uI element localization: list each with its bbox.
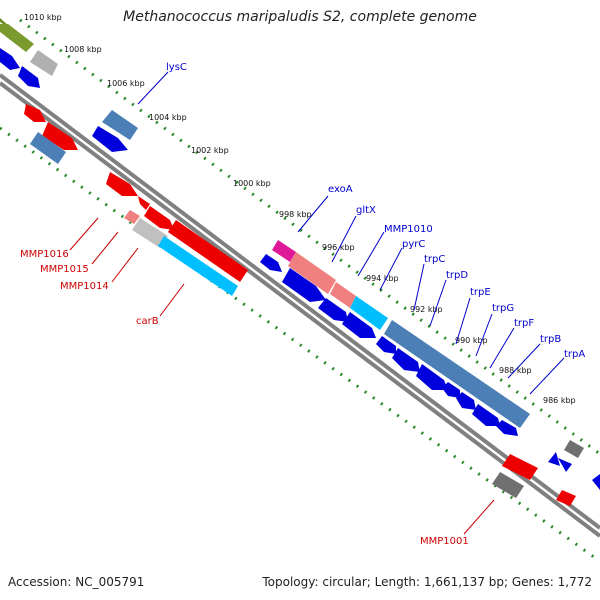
tick-label: 1010 kbp xyxy=(24,13,62,22)
gene-arrow xyxy=(282,268,326,302)
gene-arrow xyxy=(416,364,448,390)
label-leader xyxy=(413,263,425,311)
label-leader xyxy=(379,247,403,291)
gene-label-trpC: trpC xyxy=(424,254,445,265)
gene-label-MMP1014: MMP1014 xyxy=(60,281,109,292)
gene-block xyxy=(288,252,336,294)
backbone-line-lower xyxy=(0,81,600,538)
gene-label-pyrC: pyrC xyxy=(402,239,425,250)
tick-label: 1002 kbp xyxy=(191,146,229,155)
outer-dotted-guide xyxy=(19,18,600,456)
gene-arrow xyxy=(556,490,576,506)
gene-arrow xyxy=(342,312,376,338)
label-leader xyxy=(489,327,515,369)
gene-block xyxy=(102,110,138,140)
gene-block xyxy=(272,240,296,262)
gene-block xyxy=(330,282,356,308)
gene-label-trpE: trpE xyxy=(470,287,491,298)
tick-label: 1000 kbp xyxy=(233,179,271,188)
label-leader xyxy=(463,499,495,535)
gene-label-trpF: trpF xyxy=(514,318,534,329)
gene-label-carB: carB xyxy=(136,316,159,327)
gene-arrow xyxy=(42,122,78,150)
gene-arrow xyxy=(496,420,518,436)
gene-block xyxy=(502,454,538,480)
gene-arrow xyxy=(318,298,348,322)
reverse-labels: MMP1016 MMP1015 MMP1014 carB MMP1001 xyxy=(20,217,495,547)
gene-arrow xyxy=(558,458,572,472)
gene-arrow xyxy=(548,452,560,466)
gene-arrow xyxy=(18,66,40,88)
gene-label-MMP1016: MMP1016 xyxy=(20,249,69,260)
label-leader xyxy=(137,71,169,105)
label-leader xyxy=(507,343,541,379)
gene-block xyxy=(158,236,238,296)
label-leader xyxy=(159,283,185,317)
gene-arrow xyxy=(92,126,128,152)
gene-block xyxy=(492,472,524,498)
label-leader xyxy=(111,247,139,283)
gene-arrow xyxy=(260,254,282,272)
tick-label: 986 kbp xyxy=(543,396,576,405)
label-leader xyxy=(529,357,565,395)
accession-label: Accession: NC_005791 xyxy=(8,575,145,589)
backbone-line-upper xyxy=(0,73,600,530)
label-leader xyxy=(357,231,385,277)
gene-arrow xyxy=(472,404,500,426)
gene-label-trpA: trpA xyxy=(564,349,585,360)
label-leader xyxy=(475,313,493,357)
reverse-features xyxy=(24,104,576,506)
gene-block xyxy=(350,296,388,330)
tick-label: 998 kbp xyxy=(279,210,312,219)
gene-label-MMP1015: MMP1015 xyxy=(40,264,89,275)
gene-label-MMP1010: MMP1010 xyxy=(384,224,433,235)
tick-label: 992 kbp xyxy=(410,305,443,314)
gene-block xyxy=(168,220,248,282)
gene-arrow xyxy=(376,336,396,354)
gene-label-MMP1001: MMP1001 xyxy=(420,536,469,547)
gene-block xyxy=(384,320,530,428)
gene-label-trpD: trpD xyxy=(446,270,468,281)
forward-labels: lysC exoA gltX MMP1010 pyrC trpC trpD tr… xyxy=(137,62,585,395)
gene-block xyxy=(132,218,168,248)
tick-label: 994 kbp xyxy=(366,274,399,283)
gene-block xyxy=(30,132,66,164)
forward-features xyxy=(0,18,600,490)
tick-label: 996 kbp xyxy=(322,243,355,252)
label-leader xyxy=(91,231,119,265)
tick-label: 1004 kbp xyxy=(149,113,187,122)
tick-label: 1008 kbp xyxy=(64,45,102,54)
gene-arrow xyxy=(456,392,476,410)
gene-arrow xyxy=(106,172,138,196)
gene-block xyxy=(0,24,34,52)
gene-arrow xyxy=(144,206,174,230)
gene-label-exoA: exoA xyxy=(328,184,353,195)
gene-block xyxy=(30,50,58,76)
label-leader xyxy=(331,215,357,263)
gene-arrow xyxy=(442,382,460,398)
gene-label-lysC: lysC xyxy=(166,62,187,73)
gene-label-gltX: gltX xyxy=(356,205,376,216)
tick-label: 990 kbp xyxy=(455,336,488,345)
label-leader xyxy=(69,217,99,251)
gene-arrow xyxy=(24,104,46,122)
gene-arrow xyxy=(392,348,420,372)
tick-label: 1006 kbp xyxy=(107,79,145,88)
gene-block xyxy=(124,210,140,224)
gene-label-trpB: trpB xyxy=(540,334,561,345)
gene-label-trpG: trpG xyxy=(492,303,514,314)
label-leader xyxy=(429,279,447,327)
label-leader xyxy=(297,195,329,233)
genome-summary: Topology: circular; Length: 1,661,137 bp… xyxy=(262,575,592,589)
gene-arrow xyxy=(0,48,20,70)
gene-arrow xyxy=(592,474,600,490)
gene-block xyxy=(564,440,584,458)
label-leader xyxy=(455,297,471,345)
inner-dotted-guide xyxy=(0,126,599,562)
gene-arrow xyxy=(138,196,150,210)
map-title: Methanococcus maripaludis S2, complete g… xyxy=(123,9,477,25)
